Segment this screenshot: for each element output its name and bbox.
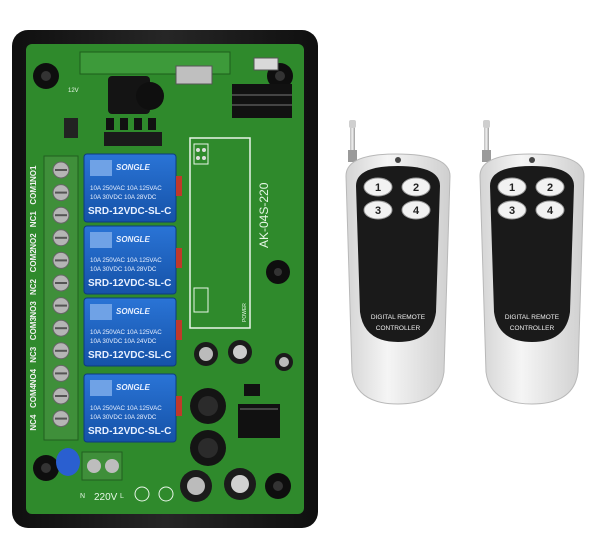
terminal-screw bbox=[52, 364, 70, 382]
relays: SONGLE 10A 250VAC 10A 125VAC 10A 30VDC 10A… bbox=[83, 153, 182, 443]
terminal-label: COM4 bbox=[29, 384, 38, 408]
terminal-label: NO1 bbox=[29, 165, 38, 182]
terminal-label: COM3 bbox=[29, 317, 38, 341]
remote-button-3[interactable]: 3 bbox=[497, 200, 527, 220]
model-label: AK-04S-220 bbox=[257, 182, 271, 248]
terminal-label: NC3 bbox=[29, 346, 38, 363]
relay-rating-2: 10A 30VDC 10A 24VDC bbox=[90, 338, 157, 345]
remote-button-label: 2 bbox=[413, 182, 419, 194]
relay-brand: SONGLE bbox=[116, 163, 150, 172]
terminal-label: COM1 bbox=[29, 181, 38, 205]
transistor-row bbox=[64, 118, 162, 146]
terminal-label: NC1 bbox=[29, 211, 38, 228]
mounting-holes bbox=[33, 63, 293, 499]
remote-button-3[interactable]: 3 bbox=[363, 200, 393, 220]
terminal-label: NO3 bbox=[29, 301, 38, 318]
relay-model: SRD-12VDC-SL-C bbox=[88, 206, 171, 217]
led-indicator bbox=[529, 157, 535, 163]
relay-rating-1: 10A 250VAC 10A 125VAC bbox=[90, 329, 162, 336]
remote-label-line1: DIGITAL REMOTE bbox=[505, 314, 560, 321]
remote-button-2[interactable]: 2 bbox=[535, 177, 565, 197]
remote-button-label: 2 bbox=[547, 182, 553, 194]
relay-rating-2: 10A 30VDC 10A 28VDC bbox=[90, 414, 157, 421]
remote-label-line1: DIGITAL REMOTE bbox=[371, 314, 426, 321]
remote-button-label: 3 bbox=[509, 205, 515, 217]
relay-rating-2: 10A 30VDC 10A 28VDC bbox=[90, 266, 157, 273]
voltage-label: 220V bbox=[94, 492, 118, 503]
power-input: 220V N L bbox=[56, 448, 174, 503]
led-indicator bbox=[395, 157, 401, 163]
relay-brand: SONGLE bbox=[116, 235, 150, 244]
terminal-label: NC2 bbox=[29, 278, 38, 295]
remote-button-4[interactable]: 4 bbox=[401, 200, 431, 220]
remote-button-2[interactable]: 2 bbox=[401, 177, 431, 197]
relay: SONGLE 10A 250VAC 10A 125VAC 10A 30VDC 10A… bbox=[83, 225, 182, 295]
relay: SONGLE 10A 250VAC 10A 125VAC 10A 30VDC 10A… bbox=[83, 297, 182, 367]
relay: SONGLE 10A 250VAC 10A 125VAC 10A 30VDC 10A… bbox=[83, 153, 182, 223]
remote-button-label: 1 bbox=[375, 182, 381, 194]
terminal-screw bbox=[52, 229, 70, 247]
terminal-screw bbox=[52, 297, 70, 315]
relay-model: SRD-12VDC-SL-C bbox=[88, 350, 171, 361]
rf-module: 12V bbox=[68, 51, 292, 118]
remote-label-line2: CONTROLLER bbox=[376, 325, 421, 332]
line-label: L bbox=[120, 493, 124, 500]
capacitors bbox=[180, 340, 293, 502]
terminal-screw bbox=[52, 206, 70, 224]
terminal-screw bbox=[52, 410, 70, 428]
neutral-label: N bbox=[80, 493, 85, 500]
relay: SONGLE 10A 250VAC 10A 125VAC 10A 30VDC 10A… bbox=[83, 373, 182, 443]
antenna bbox=[484, 124, 489, 158]
terminal-label: NC4 bbox=[29, 414, 38, 431]
terminal-screw bbox=[52, 161, 70, 179]
relay-rating-2: 10A 30VDC 10A 28VDC bbox=[90, 194, 157, 201]
antenna bbox=[350, 124, 355, 158]
receiver-module: 12V NO1COM1NC1NO2COM2NC2NO3COM3NC3NO4COM… bbox=[12, 30, 318, 528]
relay-brand: SONGLE bbox=[116, 383, 150, 392]
relay-rating-1: 10A 250VAC 10A 125VAC bbox=[90, 185, 162, 192]
terminal-screw bbox=[52, 342, 70, 360]
remote-button-label: 4 bbox=[547, 205, 554, 217]
terminal-screw bbox=[52, 184, 70, 202]
terminal-label: NO4 bbox=[29, 368, 38, 385]
terminal-screw bbox=[52, 319, 70, 337]
remote-label-line2: CONTROLLER bbox=[510, 325, 555, 332]
remote-button-1[interactable]: 1 bbox=[363, 177, 393, 197]
terminal-screw bbox=[52, 251, 70, 269]
remote-button-label: 1 bbox=[509, 182, 515, 194]
relay-brand: SONGLE bbox=[116, 307, 150, 316]
remote-button-1[interactable]: 1 bbox=[497, 177, 527, 197]
terminal-label: COM2 bbox=[29, 249, 38, 273]
remote-button-4[interactable]: 4 bbox=[535, 200, 565, 220]
relay-model: SRD-12VDC-SL-C bbox=[88, 426, 171, 437]
module-outline bbox=[189, 137, 251, 329]
relay-rating-1: 10A 250VAC 10A 125VAC bbox=[90, 405, 162, 412]
label-12v: 12V bbox=[68, 88, 79, 94]
relay-rating-1: 10A 250VAC 10A 125VAC bbox=[90, 257, 162, 264]
terminal-screw bbox=[52, 387, 70, 405]
terminal-label: NO2 bbox=[29, 233, 38, 250]
terminal-screws bbox=[52, 161, 70, 428]
remote-button-label: 3 bbox=[375, 205, 381, 217]
power-label: POWER bbox=[242, 303, 248, 322]
relay-model: SRD-12VDC-SL-C bbox=[88, 278, 171, 289]
remote-button-label: 4 bbox=[413, 205, 420, 217]
terminal-screw bbox=[52, 274, 70, 292]
